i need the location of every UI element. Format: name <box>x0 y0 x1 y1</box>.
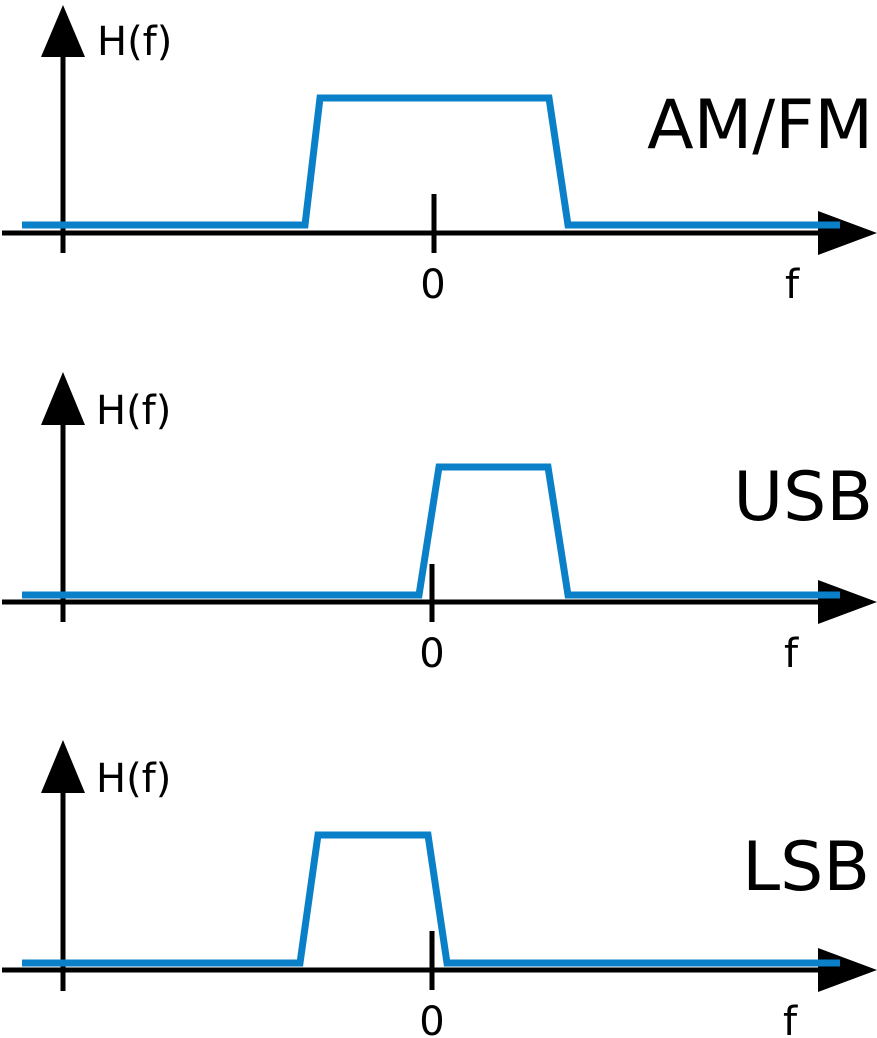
y-axis-label: H(f) <box>97 19 172 65</box>
x-axis-arrow-icon <box>818 211 877 255</box>
x-axis-arrow-icon <box>818 580 877 624</box>
x-axis-label: f <box>784 631 799 677</box>
x-axis-arrow-icon <box>818 948 877 992</box>
y-axis-label: H(f) <box>96 388 171 434</box>
x-axis-label: f <box>783 999 798 1038</box>
y-axis-label: H(f) <box>96 756 171 802</box>
panel-usb: H(f) 0 f USB <box>2 372 877 677</box>
response-curve <box>22 463 840 599</box>
zero-label: 0 <box>420 262 445 308</box>
response-curve <box>22 94 840 229</box>
y-axis-arrow-icon <box>41 740 85 793</box>
zero-label: 0 <box>419 999 444 1038</box>
y-axis-arrow-icon <box>41 372 85 425</box>
mode-label: USB <box>733 458 873 537</box>
response-curve <box>22 831 840 967</box>
zero-label: 0 <box>419 631 444 677</box>
panel-am-fm: H(f) 0 f AM/FM <box>2 5 877 308</box>
mode-label: LSB <box>742 828 870 907</box>
mode-label: AM/FM <box>647 86 873 165</box>
panel-lsb: H(f) 0 f LSB <box>2 740 877 1038</box>
y-axis-arrow-icon <box>41 5 85 57</box>
x-axis-label: f <box>785 262 800 308</box>
